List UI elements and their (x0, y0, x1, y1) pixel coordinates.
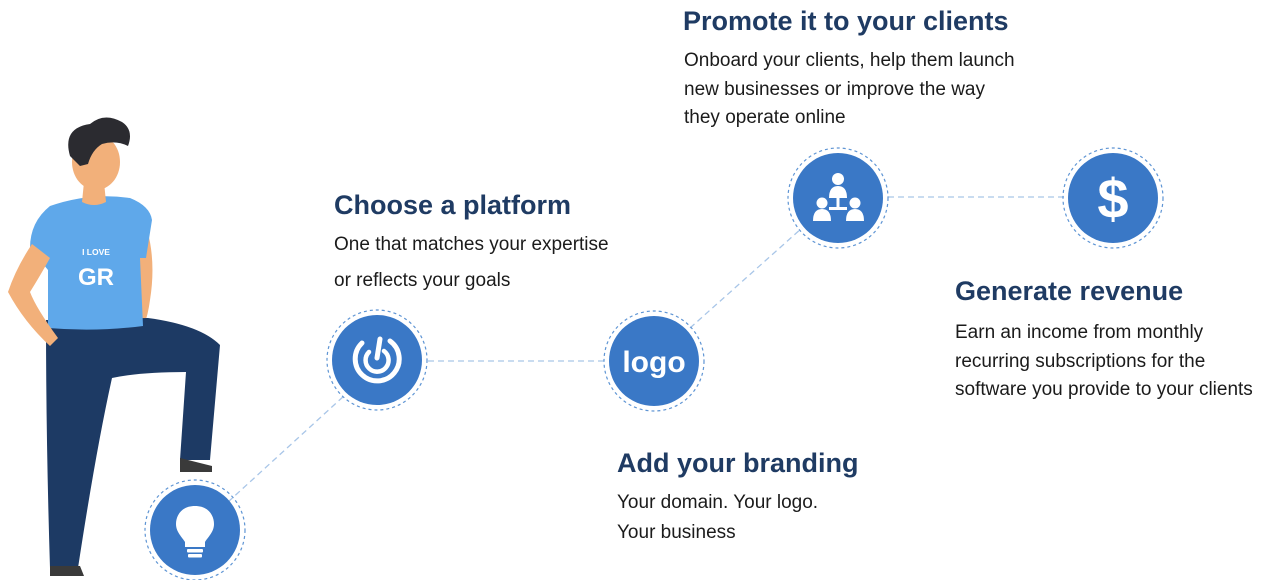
step-promote-line: new businesses or improve the way (684, 78, 985, 100)
person-hair (68, 117, 130, 166)
step-branding-title: Add your branding (617, 448, 859, 478)
step-promote-description: Onboard your clients, help them launch n… (684, 47, 1015, 133)
step-revenue-ring (1062, 147, 1164, 249)
person-shoe-front (180, 458, 212, 472)
step-promote-node (787, 147, 889, 249)
person-shoe-back (50, 566, 84, 576)
step-idea-node (144, 479, 246, 580)
person-pants (46, 318, 220, 568)
person-shirt (30, 196, 152, 330)
step-branding-line: Your business (617, 522, 736, 543)
person-illustration: I LOVE GR (8, 117, 220, 576)
step-platform-line: or reflects your goals (334, 270, 511, 291)
step-branding-circle (609, 316, 699, 406)
step-promote-line: they operate online (684, 107, 846, 128)
connectors (227, 196, 1064, 503)
step-platform-node (326, 309, 428, 411)
step-promote-title: Promote it to your clients (683, 6, 1009, 36)
step-revenue-line: Earn an income from monthly (955, 322, 1204, 343)
step-platform-line: One that matches your expertise (334, 234, 609, 255)
connector-branding-promote (689, 227, 803, 329)
step-branding-ring (603, 310, 705, 412)
step-revenue-line: software you provide to your clients (955, 379, 1253, 400)
step-branding-node: logo (603, 310, 705, 412)
lightbulb-icon (176, 506, 214, 558)
step-revenue-circle (1068, 153, 1158, 243)
step-revenue-node: $ (1062, 147, 1164, 249)
logo-icon: logo (622, 346, 685, 379)
step-branding-line: Your domain. Your logo. (617, 492, 819, 513)
step-branding-description: Your domain. Your logo. Your business (617, 488, 818, 548)
step-promote-line: Onboard your clients, help them launch (684, 50, 1015, 71)
step-revenue-description: Earn an income from monthly recurring su… (955, 319, 1253, 405)
dollar-icon: $ (1097, 167, 1128, 230)
shirt-line2: GR (78, 264, 114, 291)
connector-idea-platform (227, 394, 346, 503)
step-revenue-title: Generate revenue (955, 276, 1184, 306)
step-platform-ring (326, 309, 428, 411)
step-idea-ring (144, 479, 246, 580)
target-icon (352, 336, 402, 384)
step-platform-description: One that matches your expertise or refle… (334, 227, 609, 299)
people-network-icon (813, 173, 864, 221)
step-promote-ring (787, 147, 889, 249)
person-front-arm (8, 244, 58, 346)
shirt-line1: I LOVE (82, 247, 110, 257)
step-revenue-line: recurring subscriptions for the (955, 350, 1206, 372)
step-platform-title: Choose a platform (334, 190, 572, 220)
